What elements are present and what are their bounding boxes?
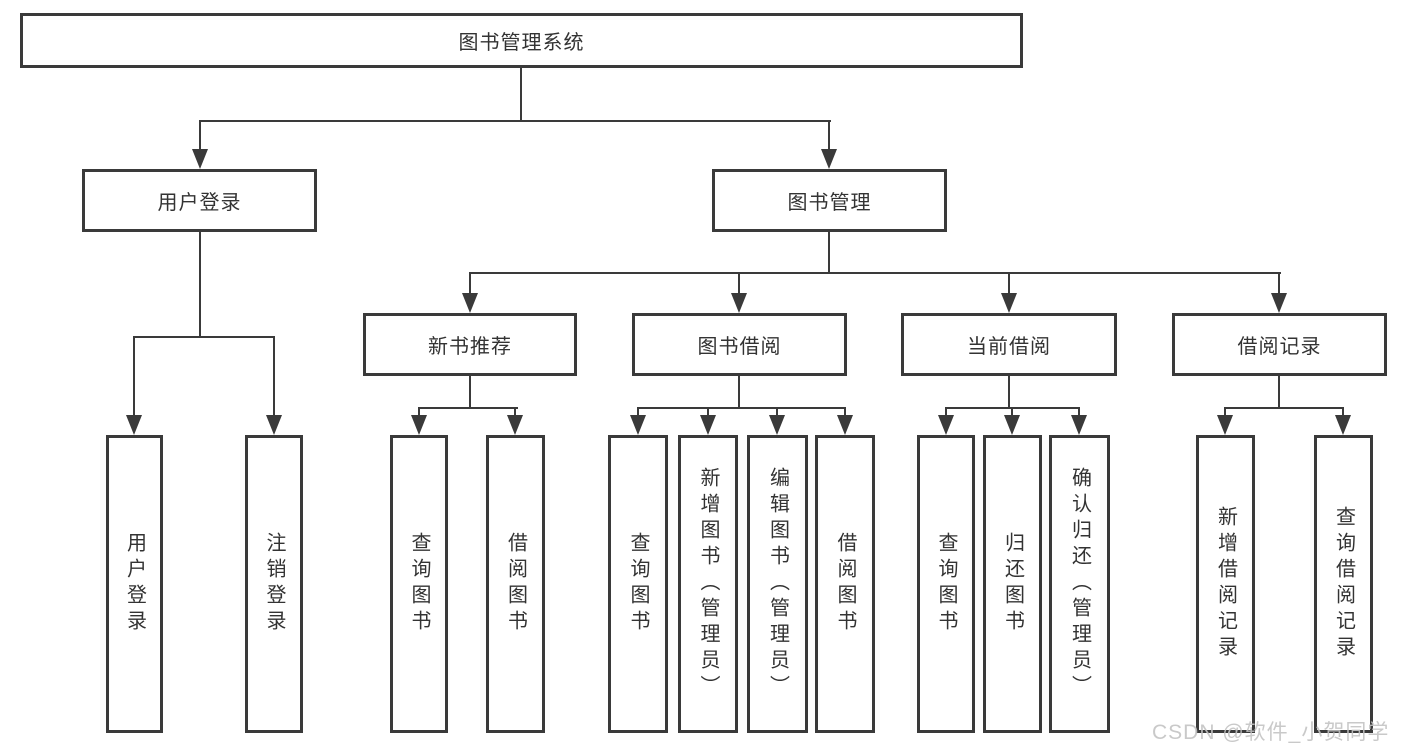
connector-stem [828,120,830,151]
arrowhead-down [1004,415,1020,435]
node-label: 用户登录 [123,532,146,636]
arrowhead-down [837,415,853,435]
arrowhead-down [630,415,646,435]
node-label: 图书管理系统 [458,32,585,54]
arrowhead-down [126,415,142,435]
arrowhead-down [192,149,208,169]
arrowhead-down [507,415,523,435]
connector-book-mgmt-drop [828,232,830,272]
connector-stem [1078,407,1080,417]
connector-stem [1342,407,1344,417]
connector-stem [945,407,947,417]
connector-stem [1011,407,1013,417]
connector-stem [1008,272,1010,294]
connector-stem [738,272,740,294]
node-new-book-recommend: 新书推荐 [363,313,577,376]
connector-drop [738,376,740,407]
node-label: 新书推荐 [428,336,512,358]
leaf-logout: 注销登录 [245,435,303,733]
leaf-borrow-books-recommend: 借阅图书 [486,435,545,733]
arrowhead-down [266,415,282,435]
node-label: 查询图书 [627,532,649,636]
leaf-confirm-return-admin: 确认归还（管理员） [1049,435,1110,733]
connector-user-login-span [133,336,275,338]
node-label: 查询图书 [935,532,957,636]
arrowhead-down [411,415,427,435]
connector-book-mgmt-span [469,272,1281,274]
leaf-query-books-recommend: 查询图书 [390,435,448,733]
connector-drop [469,376,471,407]
connector-span [418,407,518,409]
node-label: 查询图书 [408,532,430,636]
connector-stem [273,336,275,416]
arrowhead-down [769,415,785,435]
leaf-edit-book-admin: 编辑图书（管理员） [747,435,808,733]
connector-stem [637,407,639,417]
connector-stem [1278,272,1280,294]
connector-stem [418,407,420,417]
arrowhead-down [1217,415,1233,435]
arrowhead-down [1071,415,1087,435]
connector-span [637,407,846,409]
node-user-login: 用户登录 [82,169,317,232]
node-label: 归还图书 [1001,532,1024,636]
arrowhead-down [1271,293,1287,313]
node-borrow-records: 借阅记录 [1172,313,1387,376]
leaf-return-books: 归还图书 [983,435,1042,733]
node-label: 当前借阅 [967,336,1051,358]
csdn-watermark: CSDN @软件_小贺同学 [1152,721,1390,744]
connector-stem [514,407,516,417]
connector-stem [199,120,201,151]
arrowhead-down [1335,415,1351,435]
node-book-borrowing: 图书借阅 [632,313,847,376]
node-label: 图书借阅 [697,336,782,358]
leaf-borrow-books: 借阅图书 [815,435,875,733]
leaf-add-borrow-record: 新增借阅记录 [1196,435,1255,733]
node-label: 借阅记录 [1237,336,1322,358]
connector-stem [844,407,846,417]
arrowhead-down [1001,293,1017,313]
leaf-query-borrow-record: 查询借阅记录 [1314,435,1373,733]
node-label: 借阅图书 [834,532,856,636]
node-label: 新增借阅记录 [1214,506,1237,662]
connector-stem [133,336,135,416]
connector-drop [1278,376,1280,407]
node-library-management-system: 图书管理系统 [20,13,1023,68]
leaf-user-login: 用户登录 [106,435,163,733]
node-label: 用户登录 [157,192,242,214]
connector-stem [1224,407,1226,417]
node-label: 借阅图书 [504,532,527,636]
connector-stem [707,407,709,417]
arrowhead-down [821,149,837,169]
leaf-add-book-admin: 新增图书（管理员） [678,435,738,733]
leaf-query-books-borrowing: 查询图书 [608,435,668,733]
arrowhead-down [462,293,478,313]
connector-root-span [199,120,831,122]
arrowhead-down [700,415,716,435]
node-label: 注销登录 [263,532,285,636]
node-label: 图书管理 [787,192,872,214]
node-label: 查询借阅记录 [1332,506,1355,662]
arrowhead-down [938,415,954,435]
node-current-borrowing: 当前借阅 [901,313,1117,376]
node-label: 编辑图书（管理员） [766,467,789,701]
connector-drop [1008,376,1010,407]
connector-stem [469,272,471,294]
connector-stem [776,407,778,417]
arrowhead-down [731,293,747,313]
leaf-query-books-current: 查询图书 [917,435,975,733]
connector-span [1224,407,1344,409]
connector-user-login-drop [199,232,201,336]
node-label: 新增图书（管理员） [697,467,719,701]
connector-root-drop [520,68,522,121]
node-label: 确认归还（管理员） [1068,467,1091,701]
node-book-management: 图书管理 [712,169,947,232]
